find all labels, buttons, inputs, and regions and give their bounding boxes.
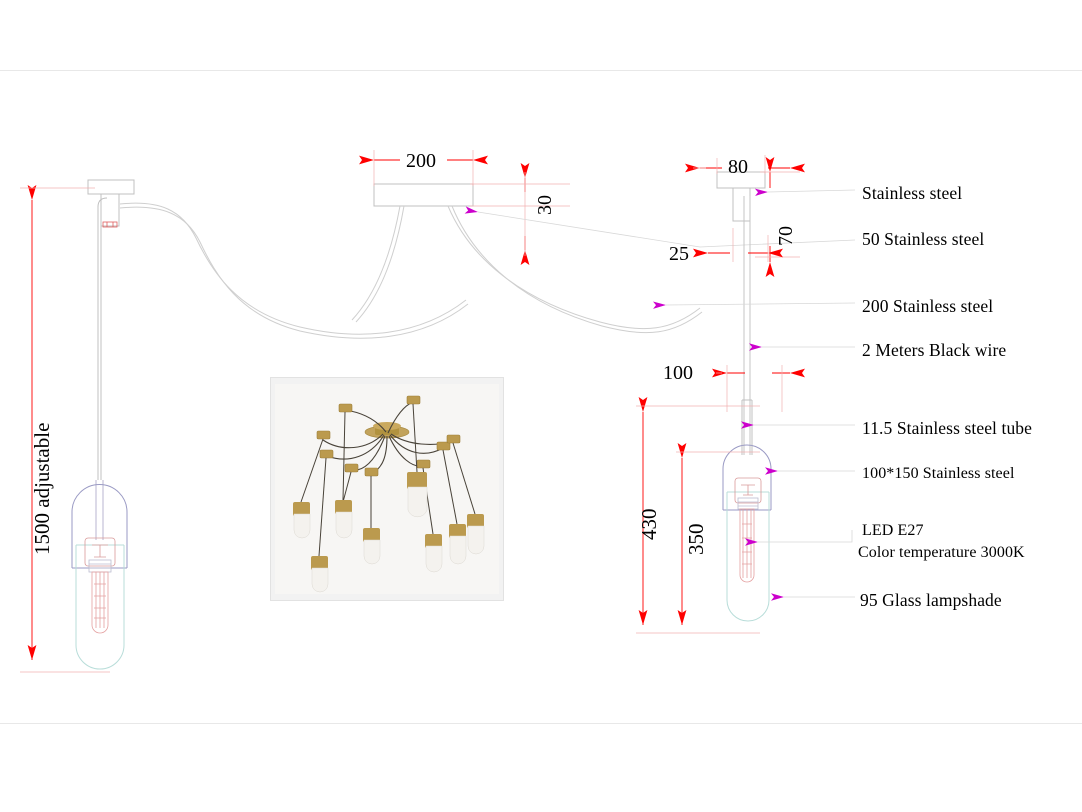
center-canopy-view: [351, 183, 703, 334]
product-photo-illustration: [271, 378, 503, 600]
left-elevation-view: [87, 179, 469, 540]
right-detail-view: [716, 171, 766, 455]
annotation-stainless-steel: Stainless steel: [862, 183, 963, 203]
photo-ceiling-rose: [364, 422, 410, 439]
dimension-mount-height: 70: [775, 226, 797, 246]
dimension-mount-width: 80: [728, 156, 748, 178]
left-lamp-head: [71, 484, 128, 670]
dimension-shade-width: 100: [663, 362, 693, 384]
annotation-200-stainless-steel: 200 Stainless steel: [862, 296, 994, 316]
annotation-glass-lampshade: 95 Glass lampshade: [860, 590, 1002, 610]
right-lamp-head: [722, 444, 772, 622]
annotation-stainless-steel-tube: 11.5 Stainless steel tube: [862, 418, 1033, 438]
annotation-color-temperature: Color temperature 3000K: [858, 544, 1025, 561]
annotation-50-stainless-steel: 50 Stainless steel: [862, 229, 985, 249]
photo-hooks: [316, 395, 461, 477]
leader-50-stainless: [464, 206, 856, 248]
sheet-border: [0, 70, 1082, 724]
photo-pendant-bulbs: [293, 472, 485, 593]
dimension-shade-height: 350: [684, 523, 708, 556]
annotation-100x150-stainless-steel: 100*150 Stainless steel: [862, 465, 1015, 482]
dimension-overall-height: 430: [637, 508, 661, 541]
dimension-canopy-width: 200: [406, 150, 436, 172]
annotation-led-e27: LED E27: [862, 522, 924, 539]
product-photo: [270, 377, 504, 601]
dimension-canopy-height: 30: [534, 195, 556, 215]
annotation-black-wire: 2 Meters Black wire: [862, 340, 1007, 360]
dimension-left-drop: 1500 adjustable: [30, 422, 54, 555]
photo-drops: [300, 403, 476, 557]
annotation-leaders: [652, 188, 856, 601]
dimension-mount-offset: 25: [669, 243, 689, 265]
